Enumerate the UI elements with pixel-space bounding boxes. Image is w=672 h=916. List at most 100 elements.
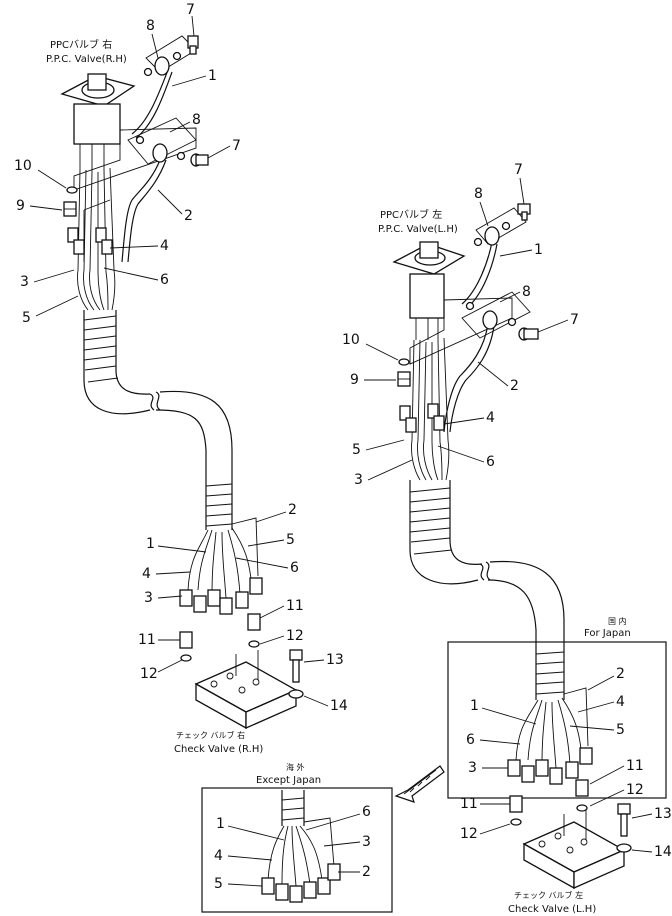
lh-callout-8b: 8 [522,284,531,300]
rh-fitting-11-right [247,613,261,631]
lh-callout-8: 8 [474,186,483,202]
rh-callout-9: 9 [16,198,25,214]
lh-fitting-9 [397,371,411,387]
rh-valve-jp-label: PPCバルブ 右 [50,38,112,51]
lh-callout-1: 1 [534,242,543,258]
rh-lower-hose-bundle [187,517,259,599]
lh-callout-2: 2 [510,378,519,394]
japan-callout-6: 6 [466,732,475,748]
except-callout-1: 1 [216,816,225,832]
rh-ppc-valve [60,73,136,172]
rh-callout-bottom-6: 6 [290,560,299,576]
lh-fitting-11-right [575,779,589,797]
lh-washer-14 [616,843,632,853]
lh-oring-10 [398,358,410,366]
rh-callout-bottom-3: 3 [144,590,153,606]
rh-plate-8-lower [127,117,197,165]
japan-callout-4: 4 [616,694,625,710]
lh-upper-hose-bundle [411,337,450,481]
japan-callout-12: 12 [460,826,478,842]
lh-hose-1 [461,241,493,305]
rh-callout-6: 6 [160,272,169,288]
rh-callout-8b: 8 [192,112,201,128]
lh-callout-9: 9 [350,372,359,388]
lh-plate-8-upper [475,207,527,245]
lh-callout-3: 3 [354,472,363,488]
rh-callout-14: 14 [330,698,348,714]
for-japan-jp-label: 国 内 [608,616,627,626]
except-callout-3: 3 [362,834,371,850]
rh-oring-10 [66,186,78,194]
lh-bracket [409,297,513,365]
lh-plate-8-lower [461,291,531,339]
lh-callout-6: 6 [486,454,495,470]
rh-upper-fittings [67,199,113,262]
except-callout-4: 4 [214,848,223,864]
lh-bolt-7-lower [518,327,539,341]
rh-lower-protector [155,390,233,530]
lh-oring-12-left [510,818,522,826]
lh-valve-jp-label: PPCバルブ 左 [380,208,442,221]
rh-check-valve-block [194,650,298,730]
lh-hose-2 [443,323,489,433]
lh-lower-protector [487,560,565,700]
rh-bolt-13 [289,649,303,683]
except-callout-5: 5 [214,876,223,892]
rh-callout-bottom-5: 5 [286,532,295,548]
lh-callout-7: 7 [514,162,523,178]
japan-callout-1: 1 [470,698,479,714]
rh-callout-bottom-12: 12 [140,666,158,682]
rh-callout-bottom-4: 4 [142,566,151,582]
rh-oring-12-left [180,654,192,662]
lh-oring-12-right [576,804,588,812]
lh-callout-10: 10 [342,332,360,348]
rh-callout-bottom-11: 11 [138,632,156,648]
lh-check-jp-label: チェック バルブ 左 [514,890,583,900]
japan-callout-12b: 12 [626,782,644,798]
lh-check-valve-block [522,810,626,890]
lh-bolt-13 [617,803,631,837]
lh-upper-fittings [399,403,445,433]
japan-callout-5: 5 [616,722,625,738]
rh-callout-5: 5 [22,310,31,326]
lh-callout-4: 4 [486,410,495,426]
japan-callout-3: 3 [468,760,477,776]
rh-callout-4: 4 [160,238,169,254]
lh-ppc-valve [392,241,466,340]
japan-callout-11b: 11 [626,758,644,774]
rh-fitting-9 [63,201,77,217]
except-callout-6: 6 [362,804,371,820]
rh-callout-7b: 7 [232,138,241,154]
rh-bolt-7-upper [187,35,199,55]
inset-arrow [394,765,445,803]
lh-callout-5: 5 [352,442,361,458]
for-japan-en-label: For Japan [584,628,631,639]
rh-valve-en-label: P.P.C. Valve(R.H) [46,54,127,65]
lh-break-mark [479,563,485,581]
rh-spiral-protector [83,310,151,415]
lh-callout-7b: 7 [570,312,579,328]
rh-callout-13: 13 [326,652,344,668]
lh-spiral-protector [409,480,483,585]
rh-callout-2: 2 [184,208,193,224]
japan-callout-14: 14 [654,844,672,860]
rh-callout-bottom-1: 1 [146,536,155,552]
rh-bolt-7-lower [190,153,209,167]
rh-check-en-label: Check Valve (R.H) [174,744,263,755]
except-japan-jp-label: 海 外 [286,762,305,772]
rh-callout-10: 10 [14,158,32,174]
rh-callout-bottom-11b: 11 [286,598,304,614]
rh-lower-fittings [179,577,263,615]
rh-fitting-11-left [179,631,193,649]
japan-callout-13: 13 [654,806,672,822]
rh-washer-14 [288,689,304,699]
rh-break-mark [149,393,155,411]
lh-fitting-11-left [509,795,523,813]
rh-hose-2 [121,159,161,263]
except-callout-2: 2 [362,864,371,880]
except-japan-inset: 海 外 Except Japan [201,762,393,913]
rh-callout-bottom-2: 2 [288,502,297,518]
rh-callouts: 8 7 1 8 7 2 10 9 4 3 6 5 2 1 [14,2,371,892]
rh-callout-7: 7 [186,2,195,18]
